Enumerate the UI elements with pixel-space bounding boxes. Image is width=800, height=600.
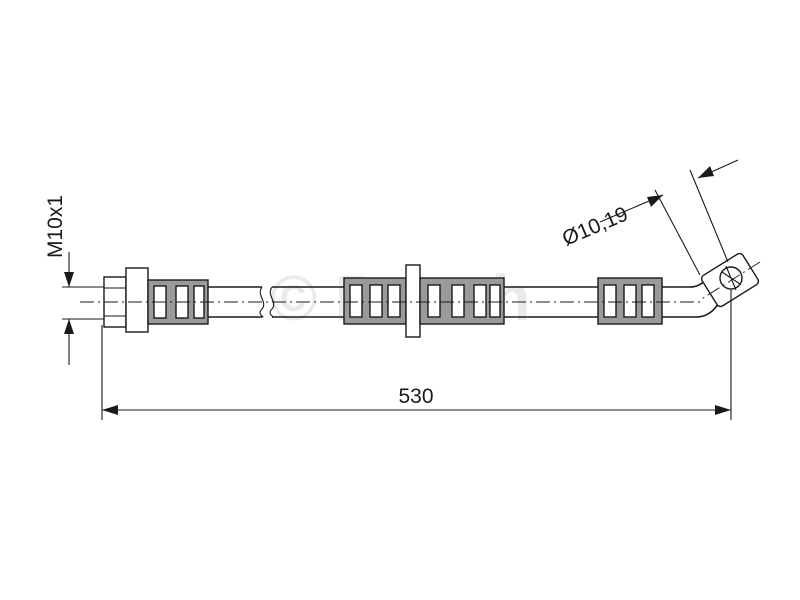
length-label: 530 [398,385,433,408]
length-arrow-right-icon [715,405,731,415]
diameter-arrow-left-icon [647,195,663,207]
thread-dimension: M10x1 [44,195,112,365]
banjo-centerline [699,261,761,301]
length-arrow-left-icon [102,405,118,415]
hose-segment-right [504,286,598,318]
hose-segment-left [208,286,344,318]
diameter-arrow-right-icon [698,166,714,178]
thread-label: M10x1 [44,195,67,258]
thread-arrow-bottom-icon [64,319,74,334]
middle-fitting [343,264,505,338]
diameter-label: Ø10,19 [559,203,631,251]
thread-arrow-top-icon [64,272,74,287]
banjo-connector [662,252,760,318]
length-dimension: 530 [101,290,732,420]
left-fitting [103,267,209,333]
right-fitting [597,277,663,325]
diameter-dimension: Ø10,19 [559,159,739,276]
